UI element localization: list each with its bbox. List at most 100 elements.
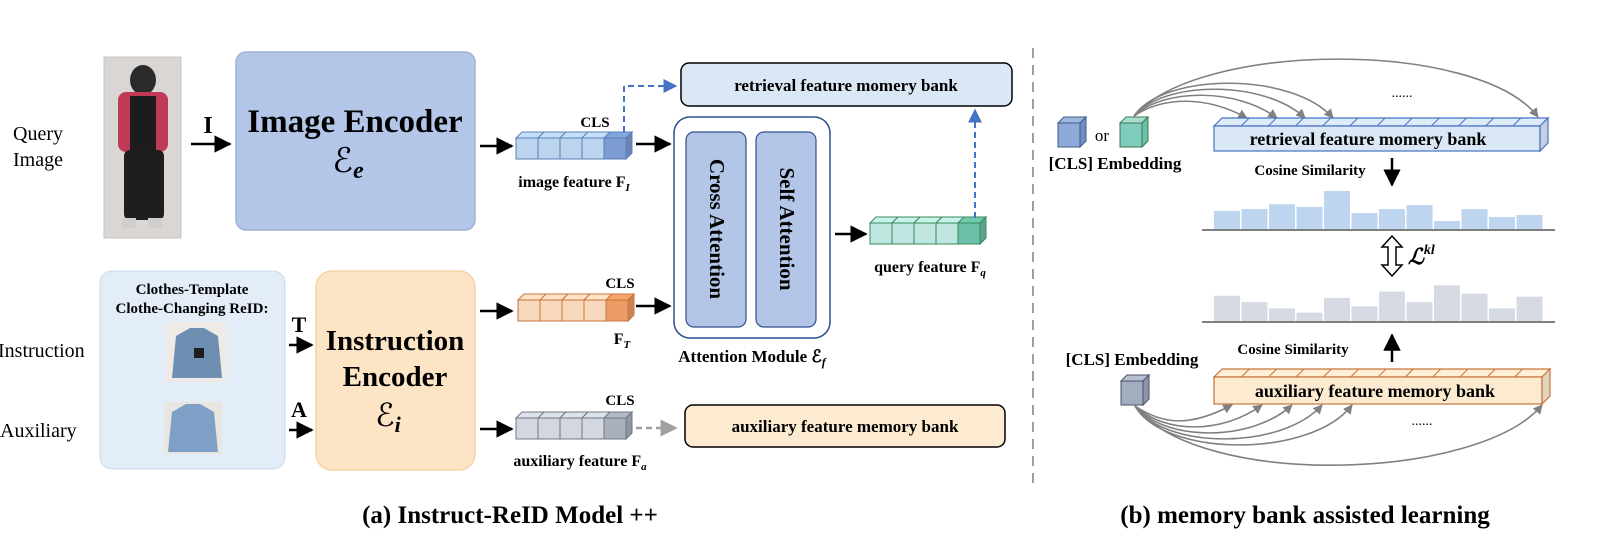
query-feature-token-0 — [869, 222, 893, 245]
retrieval-bank-b-label: retrieval feature momery bank — [1250, 129, 1487, 149]
instruction-feature-tokens — [516, 292, 636, 323]
auxiliary-bank-b-top-divider — [1514, 368, 1524, 378]
auxiliary-bank-b-side-face — [1541, 367, 1551, 406]
template-title-1: Clothes-Template — [136, 282, 249, 298]
similarity-arrow-bottom-last — [1134, 404, 1543, 466]
query-feature-cls-token — [957, 222, 981, 245]
retrieval-bank-a-label: retrieval feature momery bank — [734, 76, 958, 95]
query-image-label-1: Query — [13, 123, 63, 145]
query-feature-token-1 — [891, 222, 915, 245]
instruction-feature-cls-token — [605, 299, 629, 322]
hist-bottom-bar-5 — [1351, 306, 1378, 321]
auxiliary-bank-b-top-divider — [1295, 368, 1305, 378]
hist-bottom-bar-2 — [1269, 308, 1295, 321]
hist-top-bar-8 — [1434, 221, 1460, 229]
auxiliary-bank-b-top-divider — [1350, 368, 1360, 378]
query-feature-label: query feature Fq — [874, 259, 986, 279]
hist-top-bar-11 — [1516, 215, 1543, 229]
retrieval-bank-b-top-divider — [1240, 117, 1250, 127]
hist-bottom-bar-6 — [1379, 291, 1405, 321]
hist-bottom-bar-11 — [1516, 296, 1543, 321]
auxiliary-feature-label: auxiliary feature Fa — [513, 453, 647, 473]
auxiliary-feature-token-0 — [515, 417, 539, 440]
retrieval-bank-b-top-divider — [1322, 117, 1332, 127]
hist-bottom-bar-8 — [1434, 285, 1460, 321]
auxiliary-feature-side — [625, 410, 633, 441]
cls-label-image: CLS — [580, 115, 609, 131]
auxiliary-feature-token-3 — [581, 417, 605, 440]
hist-top-bar-3 — [1296, 207, 1323, 229]
auxiliary-label: Auxiliary — [0, 420, 77, 442]
hist-bottom-bar-9 — [1461, 293, 1488, 321]
auxiliary-bank-b-top-divider — [1404, 368, 1414, 378]
image-feature-token-1 — [537, 137, 561, 160]
auxiliary-feature-cls-token — [603, 417, 627, 440]
arrow-i-label: I — [203, 113, 212, 139]
image-feature-token-2 — [559, 137, 583, 160]
hist-bottom-bar-4 — [1324, 297, 1350, 321]
instruction-feature-token-3 — [583, 299, 607, 322]
similarity-arrow-top-last — [1133, 58, 1539, 118]
instruction-feature-side — [627, 292, 635, 323]
similarity-arrow-top-2 — [1133, 88, 1306, 119]
auxiliary-bank-b-front-face — [1213, 376, 1543, 405]
hist-top-bar-1 — [1241, 209, 1268, 229]
instruction-encoder-title-2: Encoder — [343, 361, 448, 393]
query-feature-token-2 — [913, 222, 937, 245]
ft-label: FT — [614, 331, 632, 351]
instruction-label: Instruction — [0, 340, 85, 362]
cosine-similarity-histogram-top — [1214, 191, 1543, 229]
auxiliary-bank-b-top-divider — [1486, 368, 1496, 378]
template-title-2: Clothe-Changing ReID: — [116, 301, 269, 317]
self-attention-label: Self Attention — [775, 167, 799, 290]
kl-loss-label: ℒkl — [1408, 243, 1435, 269]
hist-top-bar-2 — [1269, 204, 1295, 229]
retrieval-bank-a — [680, 62, 1013, 107]
retrieval-bank-b-top-divider — [1430, 117, 1440, 127]
instruction-encoder-symbol: ℰi — [375, 397, 401, 437]
cls-embedding-bottom-label: [CLS] Embedding — [1066, 350, 1199, 369]
image-feature-tokens — [514, 130, 634, 161]
auxiliary-feature-token-2 — [559, 417, 583, 440]
or-text: or — [1095, 126, 1110, 145]
image-feature-side — [625, 130, 633, 161]
cosine-similarity-histogram-bottom — [1214, 285, 1543, 321]
query-feature-token-3 — [935, 222, 959, 245]
auxiliary-bank-b-top-divider — [1432, 368, 1442, 378]
auxiliary-bank-b — [1212, 367, 1552, 406]
similarity-arrows-bottom — [1134, 404, 1543, 466]
query-person-image — [103, 56, 182, 239]
auxiliary-bank-b-top-divider — [1268, 368, 1278, 378]
retrieval-bank-b-top-divider — [1512, 117, 1522, 127]
ellipsis-top: ...... — [1392, 86, 1413, 101]
retrieval-bank-b-top-divider — [1485, 117, 1495, 127]
auxiliary-feature-tokens — [514, 410, 634, 441]
auxiliary-clothes-image — [164, 402, 222, 454]
instruction-feature-token-1 — [539, 299, 563, 322]
ellipsis-bottom: ...... — [1412, 414, 1433, 429]
similarity-arrow-bottom-1 — [1134, 404, 1263, 428]
auxiliary-bank-b-top-divider — [1459, 368, 1469, 378]
image-encoder-box — [235, 51, 476, 231]
similarity-arrow-bottom-4 — [1134, 404, 1353, 446]
similarity-arrow-top-1 — [1133, 94, 1278, 119]
retrieval-bank-b-top-divider — [1267, 117, 1277, 127]
cls-cube-blue — [1056, 115, 1088, 149]
cosine-similarity-bottom: Cosine Similarity — [1237, 342, 1349, 358]
dashed-arrow-cls-to-retrieval-bank — [623, 79, 678, 132]
arrow-t-label: T — [292, 312, 307, 337]
hist-top-bar-4 — [1324, 191, 1350, 229]
hist-bottom-bar-7 — [1406, 302, 1433, 321]
hist-bottom-bar-3 — [1296, 312, 1323, 321]
panel-b-caption: (b) memory bank assisted learning — [1120, 502, 1490, 529]
similarity-arrow-bottom-0 — [1134, 404, 1233, 422]
hist-bottom-bar-0 — [1214, 295, 1240, 321]
hist-top-bar-10 — [1489, 217, 1515, 229]
similarity-arrow-bottom-2 — [1134, 404, 1293, 434]
instruction-encoder-box — [315, 270, 476, 471]
image-feature-token-3 — [581, 137, 605, 160]
hist-bottom-bar-10 — [1489, 308, 1515, 321]
cls-embedding-top-label: [CLS] Embedding — [1049, 154, 1182, 173]
auxiliary-bank-b-top-divider — [1377, 368, 1387, 378]
